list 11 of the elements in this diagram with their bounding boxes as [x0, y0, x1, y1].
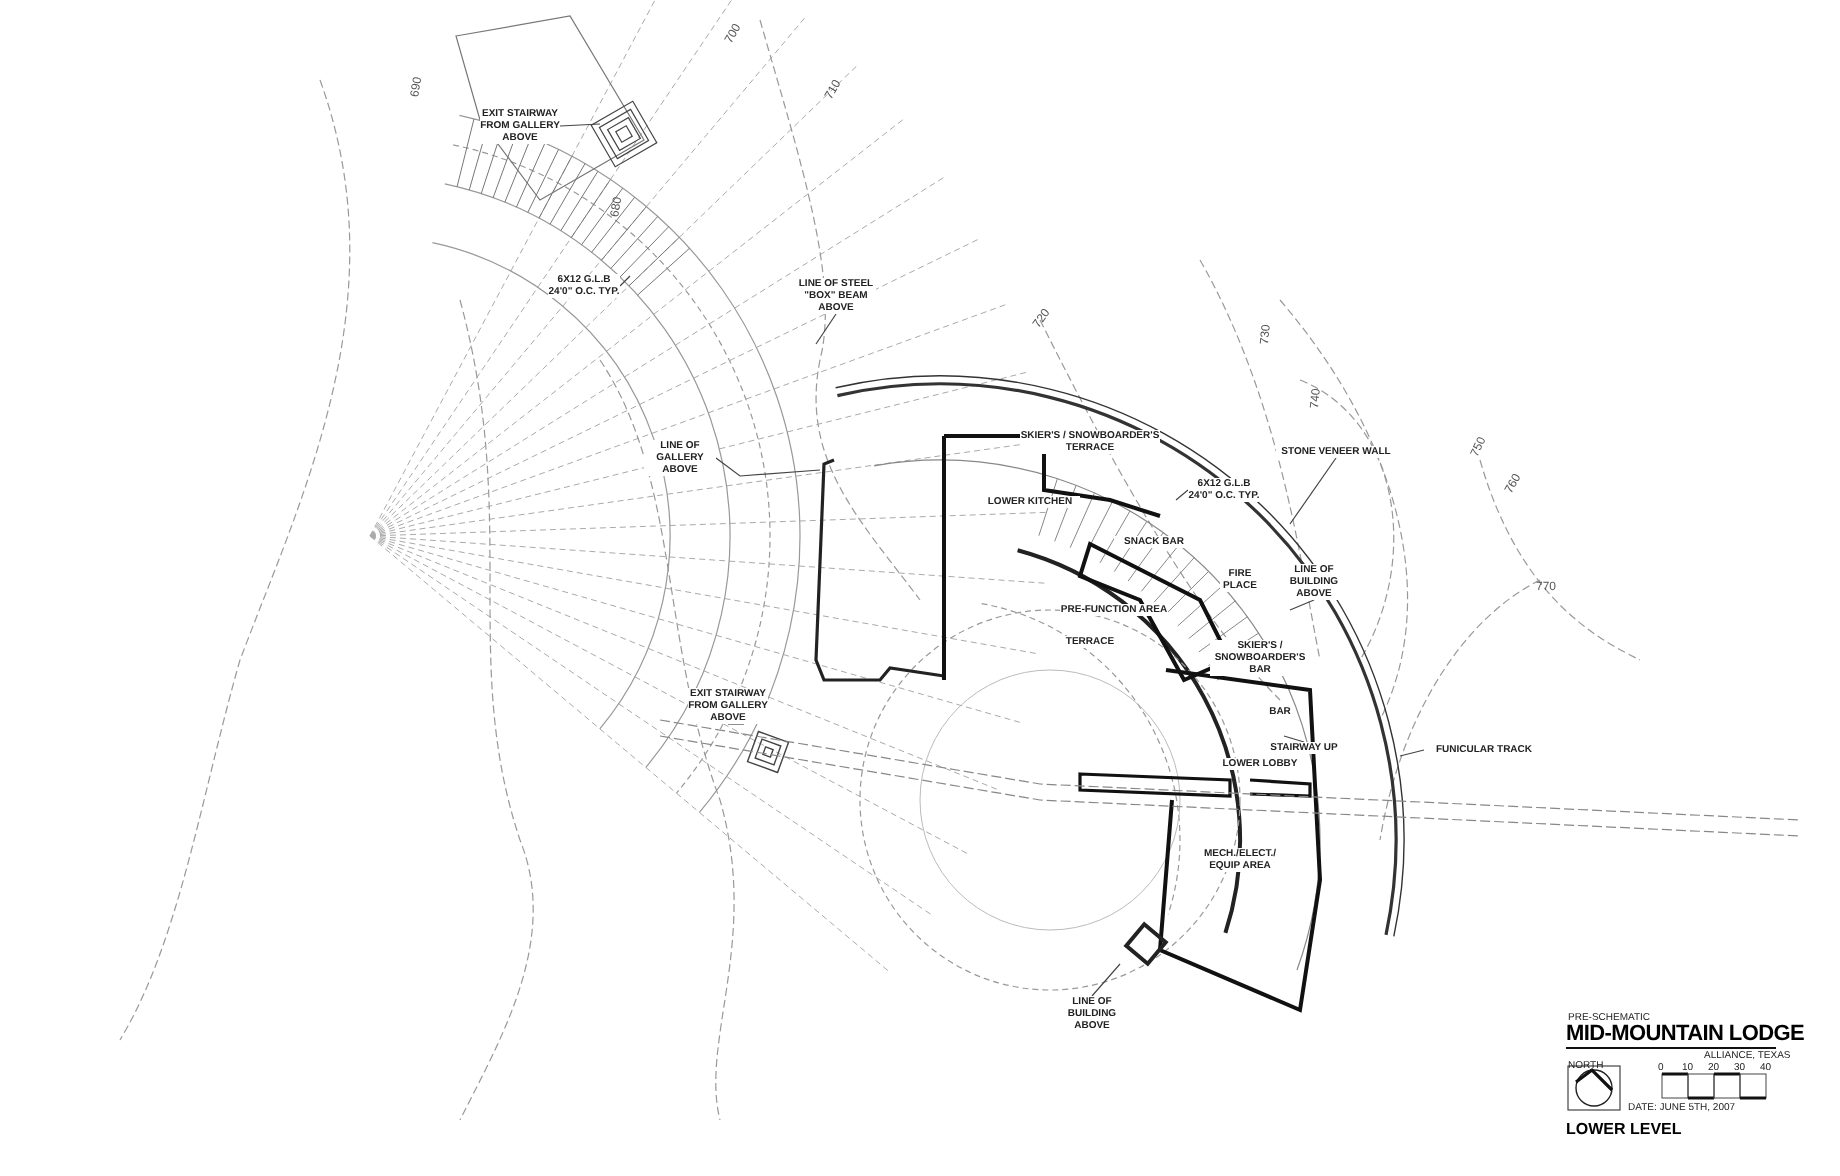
leader-line	[559, 123, 601, 127]
drawing-title: MID-MOUNTAIN LODGE	[1566, 1022, 1805, 1046]
leader-line	[815, 313, 837, 345]
leader-line	[1289, 457, 1337, 525]
sheet-caption: LOWER LEVEL	[1566, 1120, 1682, 1138]
leader-line	[715, 457, 821, 477]
leader-line	[1289, 599, 1315, 611]
leader-line	[1399, 749, 1425, 757]
leader-line	[1091, 963, 1121, 997]
leader-line	[1175, 489, 1189, 501]
leader-line	[1283, 735, 1305, 743]
